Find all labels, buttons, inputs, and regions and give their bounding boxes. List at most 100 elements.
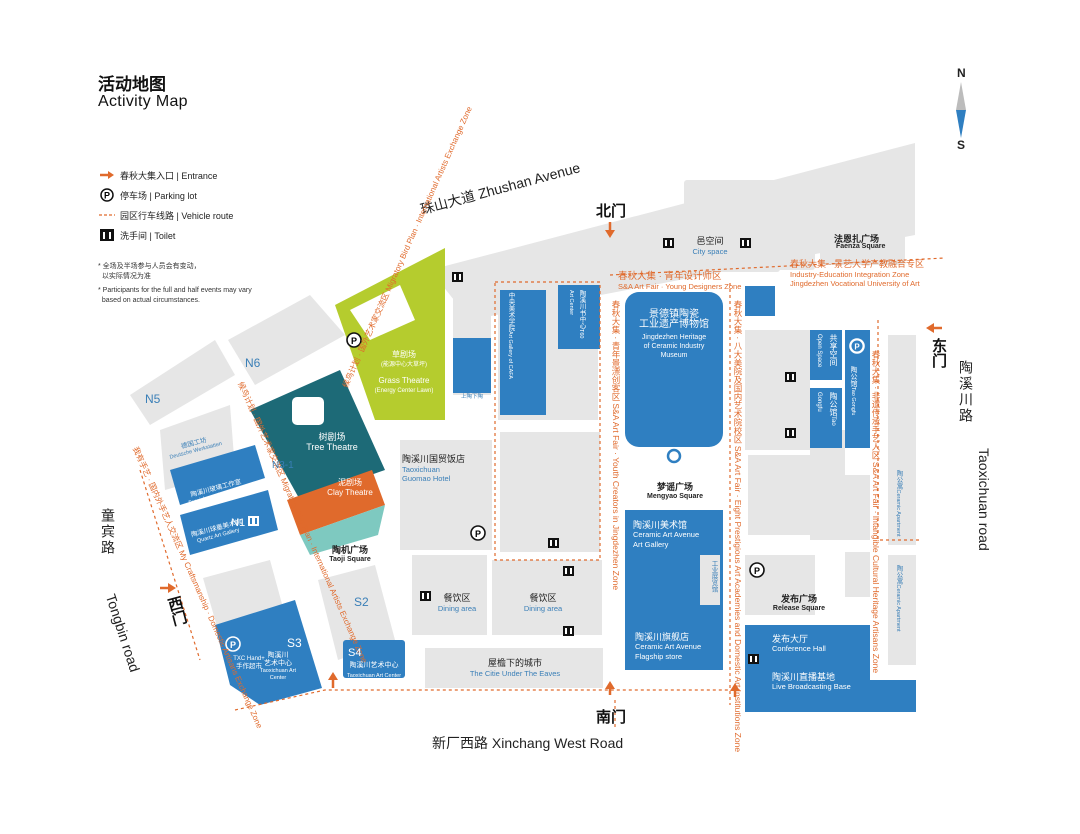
industry-hall-label: 工业展览馆 [710,560,717,593]
legend-parking: P 停车场 | Parking lot [98,185,233,205]
toilet-icon [663,238,674,248]
tree-theatre-label: 树剧场 Tree Theatre [306,432,358,452]
toilet-icon [420,591,431,601]
parking-icon: P [470,525,486,541]
workshop-block [453,338,491,393]
tree-theatre-block [250,370,385,500]
toilet-icon [785,372,796,382]
xinchang-road-label: 新厂西路 Xinchang West Road [432,735,624,751]
faenza-square-cn: 法恩扎广场 [834,234,880,244]
guomao-hotel-label: 陶溪川国贸饭店 Taoxichuan Guomao Hotel [402,454,466,483]
tongbin-road-cn-label: 童宾路 [100,508,116,556]
tree-theatre-window [292,397,324,425]
toilet-markers [248,238,796,664]
vehicle-route [139,257,946,730]
grass-theatre-inner [350,285,415,340]
heritage-museum-block [625,292,723,447]
east-gate-arrow-icon [926,323,942,333]
s4-block [343,640,405,678]
block-east-f [748,455,793,495]
parking-icon: P [849,338,865,354]
industry-strip [700,555,720,605]
block-east-d [845,475,870,540]
parking-icon: P [346,332,362,348]
compass-north-label: N [957,66,966,80]
parking-icon: P [749,562,765,578]
conference-hall-label: 发布大厅 Conference Hall [772,634,826,653]
legend: 春秋大集入口 | Entrance P 停车场 | Parking lot 园区… [98,165,233,245]
taoji-square-label: 陶机广场 Taoji Square [329,545,371,563]
block-s2 [318,565,395,660]
svg-text:P: P [754,566,760,576]
faenza-square-en: Faenza Square [836,243,886,250]
eaves-city-label: 屋檐下的城市 The Citie Under The Eaves [469,658,561,678]
map-title-en: Activity Map [98,93,188,110]
clay-theatre-mint [300,505,385,555]
flagship-store-label: 陶溪川旗舰店 Ceramic Art Avenue Flagship store [635,632,702,661]
parking-icon: P [225,636,241,652]
block-apartment-2 [888,555,916,665]
south-west-arrow-icon [328,672,338,688]
block-dining-2 [492,560,602,635]
toilet-icon [563,626,574,636]
ceramic-apartment-2-label: 陶公寓Ceramic Apartment [895,565,902,632]
s3-art-center-label: 陶溪川 艺术中心 Taoxichuan Art Center [259,652,297,681]
map-title-cn: 活动地图 [98,75,166,94]
block-east-e [845,552,870,597]
toilet-icon [785,428,796,438]
building-s2-label: S2 [354,595,369,609]
mengyao-marker-icon [666,448,682,464]
eight-academies-zone: 春秋大集 · 八大美院及国内艺术院校区 S&A Art Fair · Eight… [733,300,743,753]
industry-zone-cn: 春秋大集 · 景艺大学产教融合专区 [790,259,924,269]
entrance-arrow-icon [98,170,116,180]
cafa-block [500,290,546,386]
open-space-label: 共享空间Open Space [816,334,838,368]
taoxichuan-road-cn-label: 陶溪川路 [958,360,974,424]
building-s3-label: S3 [287,636,302,650]
glass-studio-block [170,445,265,505]
block-east-c [810,430,845,540]
south-east-arrow-icon [730,683,740,697]
live-base-label: 陶溪川直播基地 Live Broadcasting Base [772,672,851,691]
young-designers-zone-en: S&A Art Fair · Young Designers Zone [618,282,742,291]
txc-hand-label: TXC Hand+ 手作超市 [233,656,265,670]
grass-theatre-area [335,248,445,420]
svg-text:P: P [475,529,481,539]
s3-block [215,600,322,705]
city-space-label: 邑空间 City space [692,236,728,256]
entrance-arrows [160,222,942,697]
compass-needle-icon [956,82,966,138]
toilet-icon [548,538,559,548]
block-n5 [130,340,235,425]
legend-toilet: 洗手间 | Toilet [98,225,233,245]
south-gate-label: 南门 [596,709,627,726]
heritage-museum-label: 景德镇陶瓷 工业遗产博物馆 Jingdezhen Heritage of Cer… [639,309,709,360]
block-north-top [684,180,784,210]
t60-block [558,285,600,349]
building-s4-label: S4 [348,647,362,659]
block-apartment-1 [888,335,916,545]
conference-hall-block [745,625,916,712]
art-gallery-label: 陶溪川美术馆 Ceramic Art Avenue Art Gallery [633,520,700,549]
tao-gongfu-2-label: 陶公馆Tao Gongfu [850,366,857,416]
legend-entrance-label: 春秋大集入口 | Entrance [120,170,218,181]
t60-center-label: 陶溪川书中心T60 Art Center [568,290,585,339]
toilet-icon [452,272,463,282]
south-gate-arrow-icon [605,681,615,695]
building-n5-label: N5 [145,392,161,406]
toilet-icon [98,229,116,241]
legend-route: 园区行车线路 | Vehicle route [98,205,233,225]
tao-gongfu-block [810,388,842,448]
industry-zone-en1: Industry-Education Integration Zone [790,270,910,279]
quartz-gallery-block [180,490,278,555]
flagship-block [625,625,723,670]
clay-theatre-label: 泥剧场 Clay Theatre [327,478,373,497]
north-gate-label: 北门 [596,203,627,220]
svg-text:P: P [104,191,110,201]
legend-toilet-label: 洗手间 | Toilet [120,230,176,241]
industry-zone-en2: Jingdezhen Vocational University of Art [790,279,920,288]
west-gate-arrow-icon [160,583,176,593]
block-eaves [425,648,603,688]
compass: N S [948,66,974,156]
svg-text:P: P [351,336,357,346]
